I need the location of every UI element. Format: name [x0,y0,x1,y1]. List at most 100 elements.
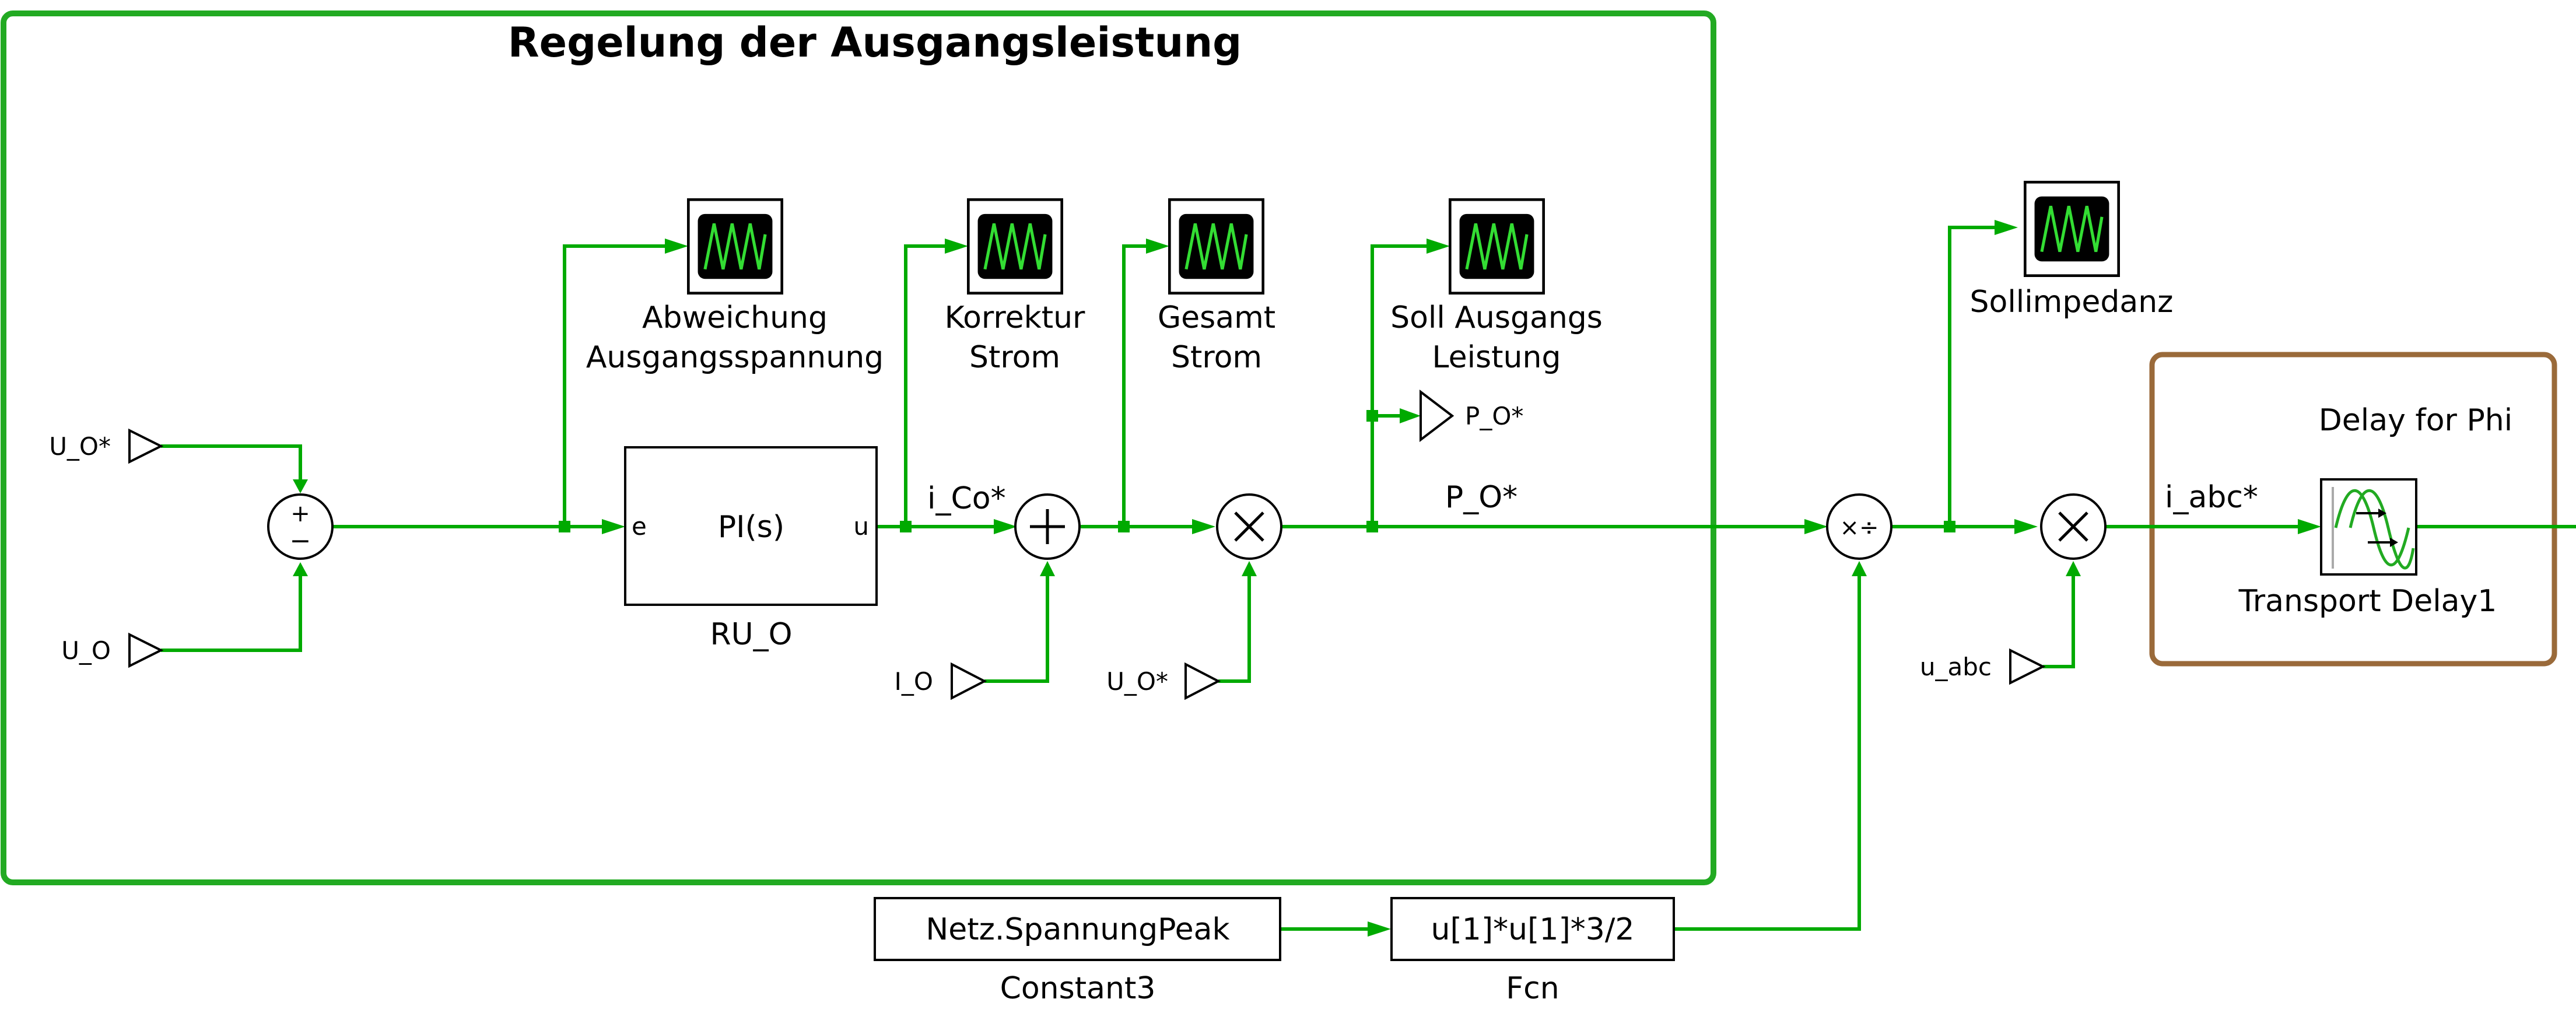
constant-value: Netz.SpannungPeak [926,912,1229,947]
scope-gesamt[interactable]: Gesamt Strom [1158,199,1275,375]
product-block-2[interactable] [2040,493,2107,560]
scope-label-line1: Soll Ausgangs [1390,300,1603,335]
inport-label: U_O* [49,432,111,461]
scope-label-line2: Strom [969,340,1060,375]
signal-label-po: P_O* [1445,480,1517,515]
wire-to-gesamt-scope [1122,244,1149,527]
scope-label-line1: Gesamt [1158,300,1275,335]
wire-uo-star-to-mul [1218,570,1251,683]
divide-symbol: ×÷ [1839,514,1878,541]
wire-arrowhead [2298,519,2321,534]
inport-uo-star-1[interactable]: U_O* [49,428,164,464]
pi-in-port-label: e [632,512,647,541]
pi-out-port-label: u [853,512,869,541]
wire-junction [1366,410,1378,422]
wire-arrowhead [1852,561,1867,576]
wire-arrowhead [1192,519,1215,534]
inport-uabc[interactable]: u_abc [1920,648,2046,685]
delay-icon-arrowhead [2390,538,2398,547]
wire-uo-star-to-sum [161,444,302,483]
inport-uo[interactable]: U_O [61,632,164,668]
signal-label-ico: i_Co* [927,481,1006,516]
wire-arrowhead [945,239,968,254]
scope-label: Sollimpedanz [1970,285,2174,320]
wire-arrowhead [2066,561,2081,576]
wire-to-abweichung-scope [563,244,670,527]
wire-arrowhead [1400,408,1421,423]
scope-label-line2: Leistung [1432,340,1561,375]
pi-content: PI(s) [718,510,784,545]
scope-abweichung[interactable]: Abweichung Ausgangsspannung [586,199,884,375]
scope-icon [688,199,782,293]
scope-sollimpedanz[interactable]: Sollimpedanz [1970,182,2174,320]
scope-label-line1: Abweichung [642,300,828,335]
scope-korrektur[interactable]: Korrektur Strom [945,199,1085,375]
wire-arrowhead [1242,561,1257,576]
constant-block[interactable]: Netz.SpannungPeak Constant3 [874,897,1281,1006]
inport-io[interactable]: I_O [895,662,987,700]
scope-icon [968,199,1062,293]
delay-icon-arrowhead [2378,509,2386,518]
wire-arrowhead [1995,220,2018,235]
wire-arrowhead [1804,519,1828,534]
wire-arrowhead [1427,239,1450,254]
wire-arrowhead [293,479,308,493]
goto-label: P_O* [1465,402,1523,430]
scope-icon [1169,199,1263,293]
wire-junction [1944,521,1955,532]
add-block[interactable] [1014,493,1081,560]
divide-block[interactable]: ×÷ [1826,493,1892,560]
subsystem-title: Regelung der Ausgangsleistung [508,19,1242,66]
scope-icon [1450,199,1544,293]
scope-label-line2: Strom [1171,340,1262,375]
goto-po-star[interactable]: P_O* [1420,389,1523,443]
wire-arrowhead [665,239,688,254]
wire-to-soll-scope [1371,244,1429,527]
pi-block-name: RU_O [710,617,792,652]
scope-icon [2025,182,2119,276]
inport-label: U_O* [1106,667,1168,696]
wire-arrowhead [994,519,1017,534]
wire-to-korrektur-scope [904,244,948,527]
wire-arrowhead [1040,561,1055,576]
wire-junction [900,521,912,532]
product-block[interactable] [1216,493,1282,560]
sum-minus-sign: − [290,526,311,556]
sum-plus-sign: + [290,500,310,527]
wire-arrowhead [1368,921,1391,937]
inport-label: u_abc [1920,653,1992,681]
fcn-name: Fcn [1506,971,1559,1006]
signal-wires [161,220,2576,937]
wire-arrowhead [2014,519,2038,534]
fcn-block[interactable]: u[1]*u[1]*3/2 Fcn [1390,897,1675,1006]
transport-delay-name: Transport Delay1 [2238,584,2497,619]
delay-icon-wave-shifted [2349,489,2415,570]
pi-controller-block[interactable]: PI(s) e u RU_O [624,446,878,652]
wire-junction [559,521,570,532]
inport-label: U_O [61,636,111,665]
sum-block[interactable]: + − [267,493,334,560]
inport-uo-star-2[interactable]: U_O* [1106,662,1221,700]
wire-uo-to-sum [161,570,302,652]
delay-area-border[interactable] [2149,352,2557,667]
scope-label-line2: Ausgangsspannung [586,340,884,375]
constant-name: Constant3 [1000,971,1156,1006]
wire-arrowhead [293,562,308,576]
wire-arrowhead [602,519,625,534]
fcn-expression: u[1]*u[1]*3/2 [1431,912,1635,947]
inport-label: I_O [895,667,933,696]
wire-fcn-to-divide [1674,570,1861,931]
subsystem-border[interactable] [1,10,1716,885]
wire-io-to-add [984,570,1049,683]
wire-arrowhead [1146,239,1169,254]
signal-label-iabc: i_abc* [2165,480,2258,515]
wire-to-sollimpedanz-scope [1948,226,1997,527]
wire-uabc-to-mul2 [2043,570,2075,668]
scope-label-line1: Korrektur [945,300,1085,335]
transport-delay-block[interactable]: Transport Delay1 [2238,478,2497,619]
scope-soll[interactable]: Soll Ausgangs Leistung [1390,199,1603,375]
wire-junction [1118,521,1130,532]
delay-area-title: Delay for Phi [2319,403,2512,438]
